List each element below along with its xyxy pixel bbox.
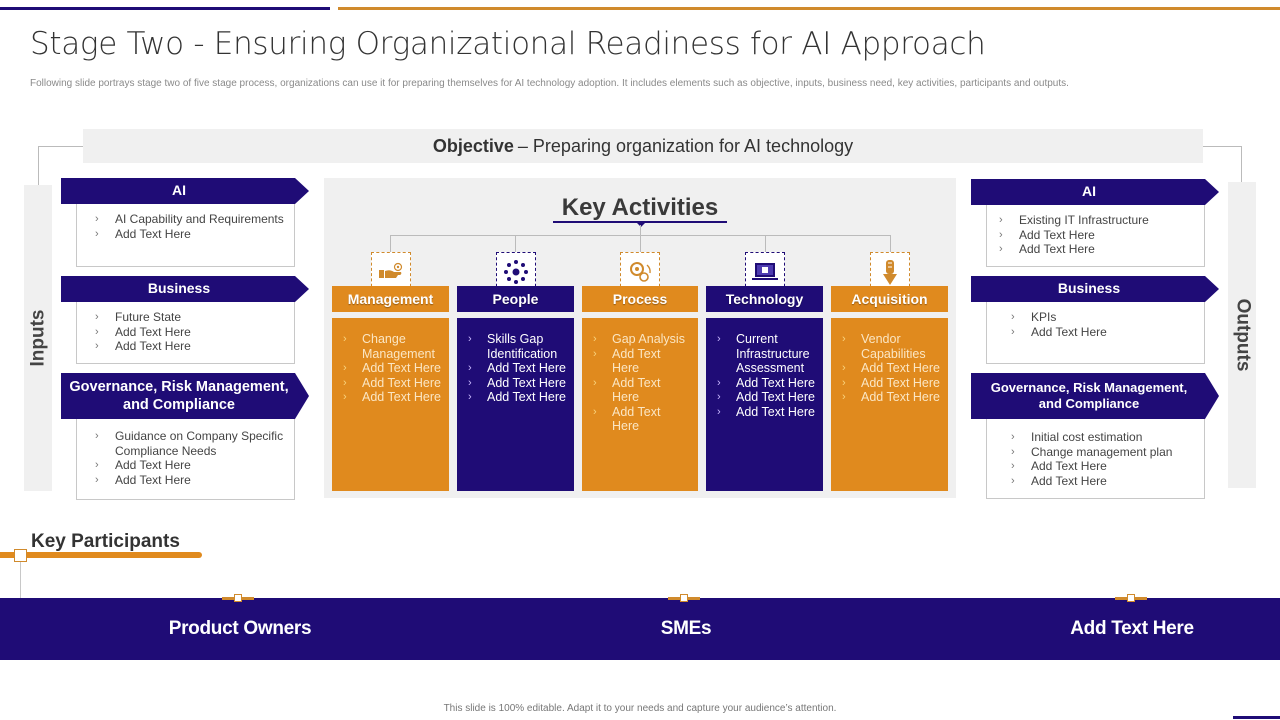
list-item: Existing IT Infrastructure — [999, 213, 1204, 228]
key-participants-accent-line — [0, 552, 202, 558]
connector-line — [390, 235, 391, 252]
list-item: Add Text Here — [343, 390, 441, 405]
activity-body-process: Gap Analysis Add Text Here Add Text Here… — [582, 318, 698, 491]
list-item: Add Text Here — [343, 376, 441, 391]
participant-marker — [1127, 594, 1135, 602]
objective-label: Objective — [432, 135, 514, 156]
key-activities-title: Key Activities — [561, 194, 719, 221]
output-card-business-header: Business — [971, 276, 1219, 302]
list-item: KPIs — [1011, 310, 1204, 325]
list-item: Add Text Here — [95, 339, 294, 354]
activity-header-management: Management — [332, 286, 449, 312]
key-activities-pointer — [636, 222, 646, 227]
activity-header-people: People — [457, 286, 574, 312]
outputs-connector — [1203, 146, 1242, 182]
output-card-business-body: KPIs Add Text Here — [986, 302, 1205, 364]
outputs-label: Outputs — [1232, 298, 1254, 372]
list-item: Gap Analysis — [593, 332, 690, 347]
key-participants-title: Key Participants — [31, 531, 180, 552]
list-item: Add Text Here — [717, 376, 815, 391]
output-card-governance-body: Initial cost estimation Change managemen… — [986, 419, 1205, 499]
list-item: Add Text Here — [95, 473, 294, 488]
participants-band — [0, 598, 1280, 660]
list-item: Add Text Here — [842, 390, 940, 405]
input-card-ai-header: AI — [61, 178, 309, 204]
participant-marker — [234, 594, 242, 602]
list-item: Add Text Here — [842, 376, 940, 391]
list-item: Add Text Here — [343, 361, 441, 376]
output-card-ai-header: AI — [971, 179, 1219, 205]
process-gears-icon — [620, 252, 660, 292]
input-card-ai-body: AI Capability and Requirements Add Text … — [76, 204, 295, 267]
list-item: Add Text Here — [95, 227, 294, 242]
list-item: Add Text Here — [717, 405, 815, 420]
list-item: Change Management — [343, 332, 441, 361]
list-item: Current Infrastructure Assessment — [717, 332, 815, 376]
list-item: Add Text Here — [468, 390, 566, 405]
connector-line — [640, 225, 641, 235]
list-item: Add Text Here — [468, 361, 566, 376]
list-item: Skills Gap Identification — [468, 332, 566, 361]
hand-gear-icon — [371, 252, 411, 292]
list-item: Add Text Here — [593, 405, 690, 434]
participant-product-owners: Product Owners — [168, 618, 312, 639]
activity-header-process: Process — [582, 286, 698, 312]
inputs-connector — [38, 146, 83, 186]
top-accent-line-navy — [0, 7, 330, 10]
list-item: Add Text Here — [842, 361, 940, 376]
list-item: Guidance on Company Specific Compliance … — [95, 429, 294, 458]
laptop-chip-icon — [745, 252, 785, 292]
connector-line — [515, 235, 516, 252]
activity-body-technology: Current Infrastructure Assessment Add Te… — [706, 318, 823, 491]
list-item: Initial cost estimation — [1011, 430, 1204, 445]
objective-text: – Preparing organization for AI technolo… — [517, 135, 854, 156]
list-item: Add Text Here — [95, 325, 294, 340]
list-item: AI Capability and Requirements — [95, 212, 294, 227]
list-item: Future State — [95, 310, 294, 325]
inputs-label: Inputs — [27, 309, 48, 367]
activity-body-people: Skills Gap Identification Add Text Here … — [457, 318, 574, 491]
list-item: Add Text Here — [999, 228, 1204, 243]
activity-header-acquisition: Acquisition — [831, 286, 948, 312]
connector-line — [765, 235, 766, 252]
list-item: Vendor Capabilities — [842, 332, 940, 361]
connector-line — [640, 235, 641, 252]
list-item: Add Text Here — [1011, 474, 1204, 489]
corner-accent-bar — [1233, 716, 1280, 719]
activity-body-management: Change Management Add Text Here Add Text… — [332, 318, 449, 491]
list-item: Add Text Here — [1011, 459, 1204, 474]
activity-body-acquisition: Vendor Capabilities Add Text Here Add Te… — [831, 318, 948, 491]
input-card-governance-header: Governance, Risk Management, and Complia… — [61, 373, 309, 419]
participant-marker — [680, 594, 688, 602]
slide-title: Stage Two - Ensuring Organizational Read… — [30, 26, 986, 62]
participant-add-text: Add Text Here — [1070, 618, 1194, 639]
output-card-ai-body: Existing IT Infrastructure Add Text Here… — [986, 205, 1205, 267]
list-item: Change management plan — [1011, 445, 1204, 460]
list-item: Add Text Here — [593, 347, 690, 376]
slide-subtitle: Following slide portrays stage two of fi… — [30, 78, 1069, 89]
input-card-governance-body: Guidance on Company Specific Compliance … — [76, 419, 295, 500]
list-item: Add Text Here — [1011, 325, 1204, 340]
list-item: Add Text Here — [95, 458, 294, 473]
participant-smes: SMEs — [660, 618, 712, 639]
input-card-business-body: Future State Add Text Here Add Text Here — [76, 302, 295, 364]
slide-footer: This slide is 100% editable. Adapt it to… — [443, 703, 837, 714]
list-item: Add Text Here — [717, 390, 815, 405]
activity-header-technology: Technology — [706, 286, 823, 312]
output-card-governance-header: Governance, Risk Management, and Complia… — [971, 373, 1219, 419]
connector-line — [890, 235, 891, 252]
list-item: Add Text Here — [593, 376, 690, 405]
connector-line — [20, 562, 21, 598]
list-item: Add Text Here — [999, 242, 1204, 257]
input-card-business-header: Business — [61, 276, 309, 302]
outputs-band: Outputs — [1228, 182, 1256, 488]
list-item: Add Text Here — [468, 376, 566, 391]
top-accent-line-gold — [338, 7, 1280, 10]
objective-bar: Objective – Preparing organization for A… — [83, 129, 1203, 163]
inputs-band: Inputs — [24, 185, 52, 491]
key-participants-node — [14, 549, 27, 562]
